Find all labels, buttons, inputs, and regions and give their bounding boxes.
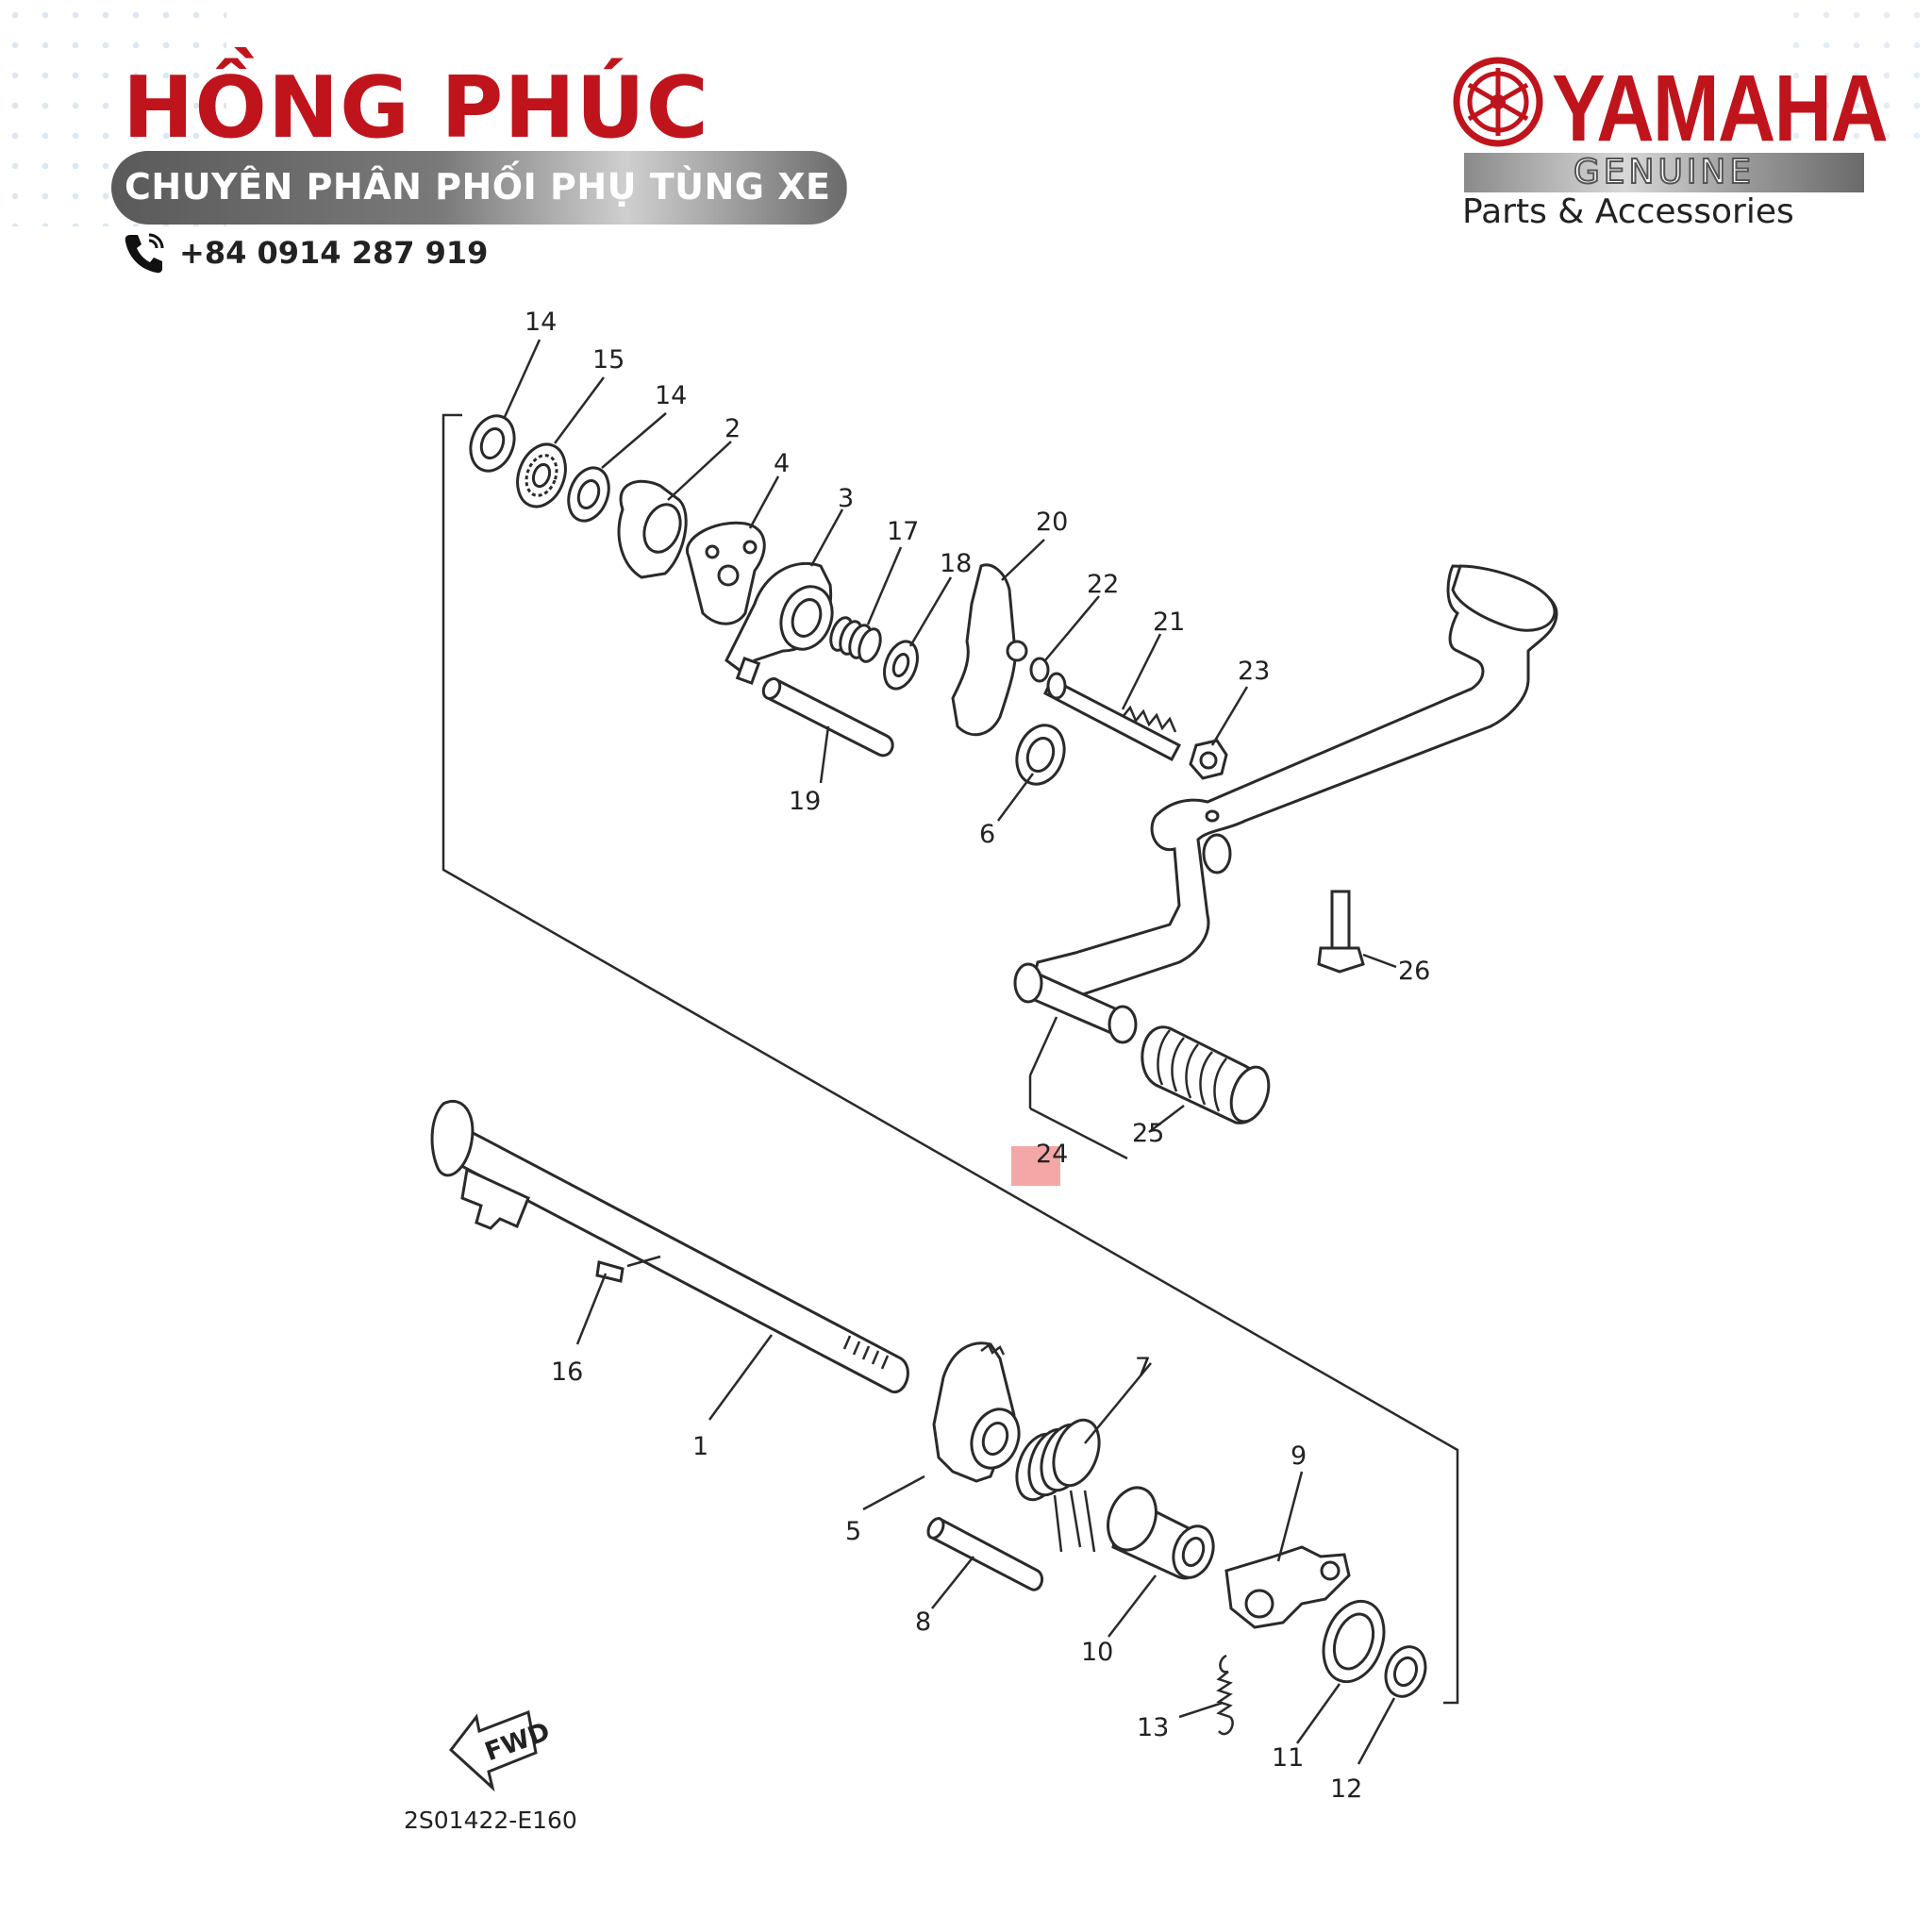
label-12: 12	[1330, 1774, 1362, 1804]
label-20: 20	[1036, 508, 1068, 537]
label-15: 15	[592, 345, 625, 375]
washer-11	[1322, 1599, 1386, 1684]
plate-4	[685, 521, 766, 625]
label-6: 6	[979, 820, 995, 849]
label-13: 13	[1137, 1713, 1169, 1742]
phone-icon	[125, 233, 164, 274]
label-18: 18	[940, 549, 972, 578]
segment-5	[932, 1341, 1021, 1483]
washer-14b	[567, 466, 610, 523]
leader-lines	[503, 339, 1397, 1765]
shaft-21	[1043, 672, 1182, 762]
label-10: 10	[1081, 1638, 1113, 1667]
highlight-marker	[1011, 1146, 1060, 1186]
parts-accessories-text: Parts & Accessories	[1462, 192, 1794, 231]
part-labels: 14 15 14 2 4 3 17 18 20 22 21 23 19 6 26…	[525, 308, 1430, 1804]
genuine-banner: GENUINE	[1464, 152, 1864, 192]
label-26: 26	[1398, 957, 1430, 986]
seal-6	[1015, 724, 1066, 786]
label-25: 25	[1132, 1119, 1164, 1148]
oring-22	[1029, 657, 1050, 683]
label-19: 19	[789, 787, 821, 816]
pin-8	[926, 1516, 1043, 1591]
label-9: 9	[1291, 1441, 1307, 1471]
label-4: 4	[774, 449, 790, 478]
yamaha-logo: YAMAHA GENUINE Parts & Accessories	[1453, 55, 1889, 234]
decorative-dots	[1781, 0, 1932, 160]
pawl-20	[951, 563, 1028, 737]
label-17: 17	[887, 517, 919, 546]
brand-tagline-pill: CHUYÊN PHÂN PHỐI PHỤ TÙNG XE MÁY	[111, 151, 930, 225]
bolt-26	[1317, 890, 1365, 974]
label-22: 22	[1087, 570, 1119, 599]
label-16: 16	[551, 1357, 583, 1387]
fwd-arrow-icon: FWD	[448, 1709, 554, 1792]
circlip-12	[1384, 1645, 1427, 1698]
brand-name: HỒNG PHÚC	[123, 58, 709, 158]
washer-14a	[469, 414, 516, 473]
genuine-text: GENUINE	[1573, 152, 1756, 192]
phone-contact[interactable]: +84 0914 287 919	[121, 228, 488, 277]
frame-lines	[441, 413, 1459, 1705]
diagram-code: 2S01422-E160	[404, 1807, 577, 1834]
pivot-pin-24	[1013, 962, 1138, 1044]
bearing-15	[516, 442, 567, 508]
shaft-1	[430, 1100, 909, 1393]
label-24: 24	[1036, 1140, 1068, 1169]
label-11: 11	[1272, 1743, 1304, 1773]
label-21: 21	[1153, 608, 1185, 637]
kick-lever	[1031, 564, 1558, 1003]
yamaha-emblem-icon	[1453, 57, 1543, 147]
stopper-9	[1224, 1545, 1351, 1629]
label-5: 5	[845, 1517, 861, 1546]
washer-18	[883, 640, 919, 691]
spring-13	[1216, 1654, 1234, 1736]
spring-7	[1015, 1418, 1101, 1553]
spring-17	[829, 616, 882, 663]
lever-3	[724, 561, 834, 685]
yamaha-wordmark: YAMAHA	[1552, 56, 1889, 161]
pin-19	[761, 676, 894, 758]
gear-2	[617, 479, 688, 579]
label-23: 23	[1238, 657, 1270, 686]
nut-23	[1189, 739, 1228, 780]
label-14b: 14	[655, 381, 687, 410]
label-1: 1	[692, 1432, 708, 1461]
collar-10	[1107, 1486, 1215, 1580]
label-7: 7	[1135, 1353, 1151, 1382]
pin-16	[595, 1255, 661, 1283]
brand-tagline: CHUYÊN PHÂN PHỐI PHỤ TÙNG XE MÁY	[125, 166, 931, 208]
label-2: 2	[724, 414, 741, 443]
label-3: 3	[838, 484, 854, 513]
label-14a: 14	[525, 308, 557, 337]
label-8: 8	[915, 1607, 931, 1637]
phone-number: +84 0914 287 919	[179, 235, 489, 271]
rubber-grip-25	[1141, 1025, 1271, 1124]
